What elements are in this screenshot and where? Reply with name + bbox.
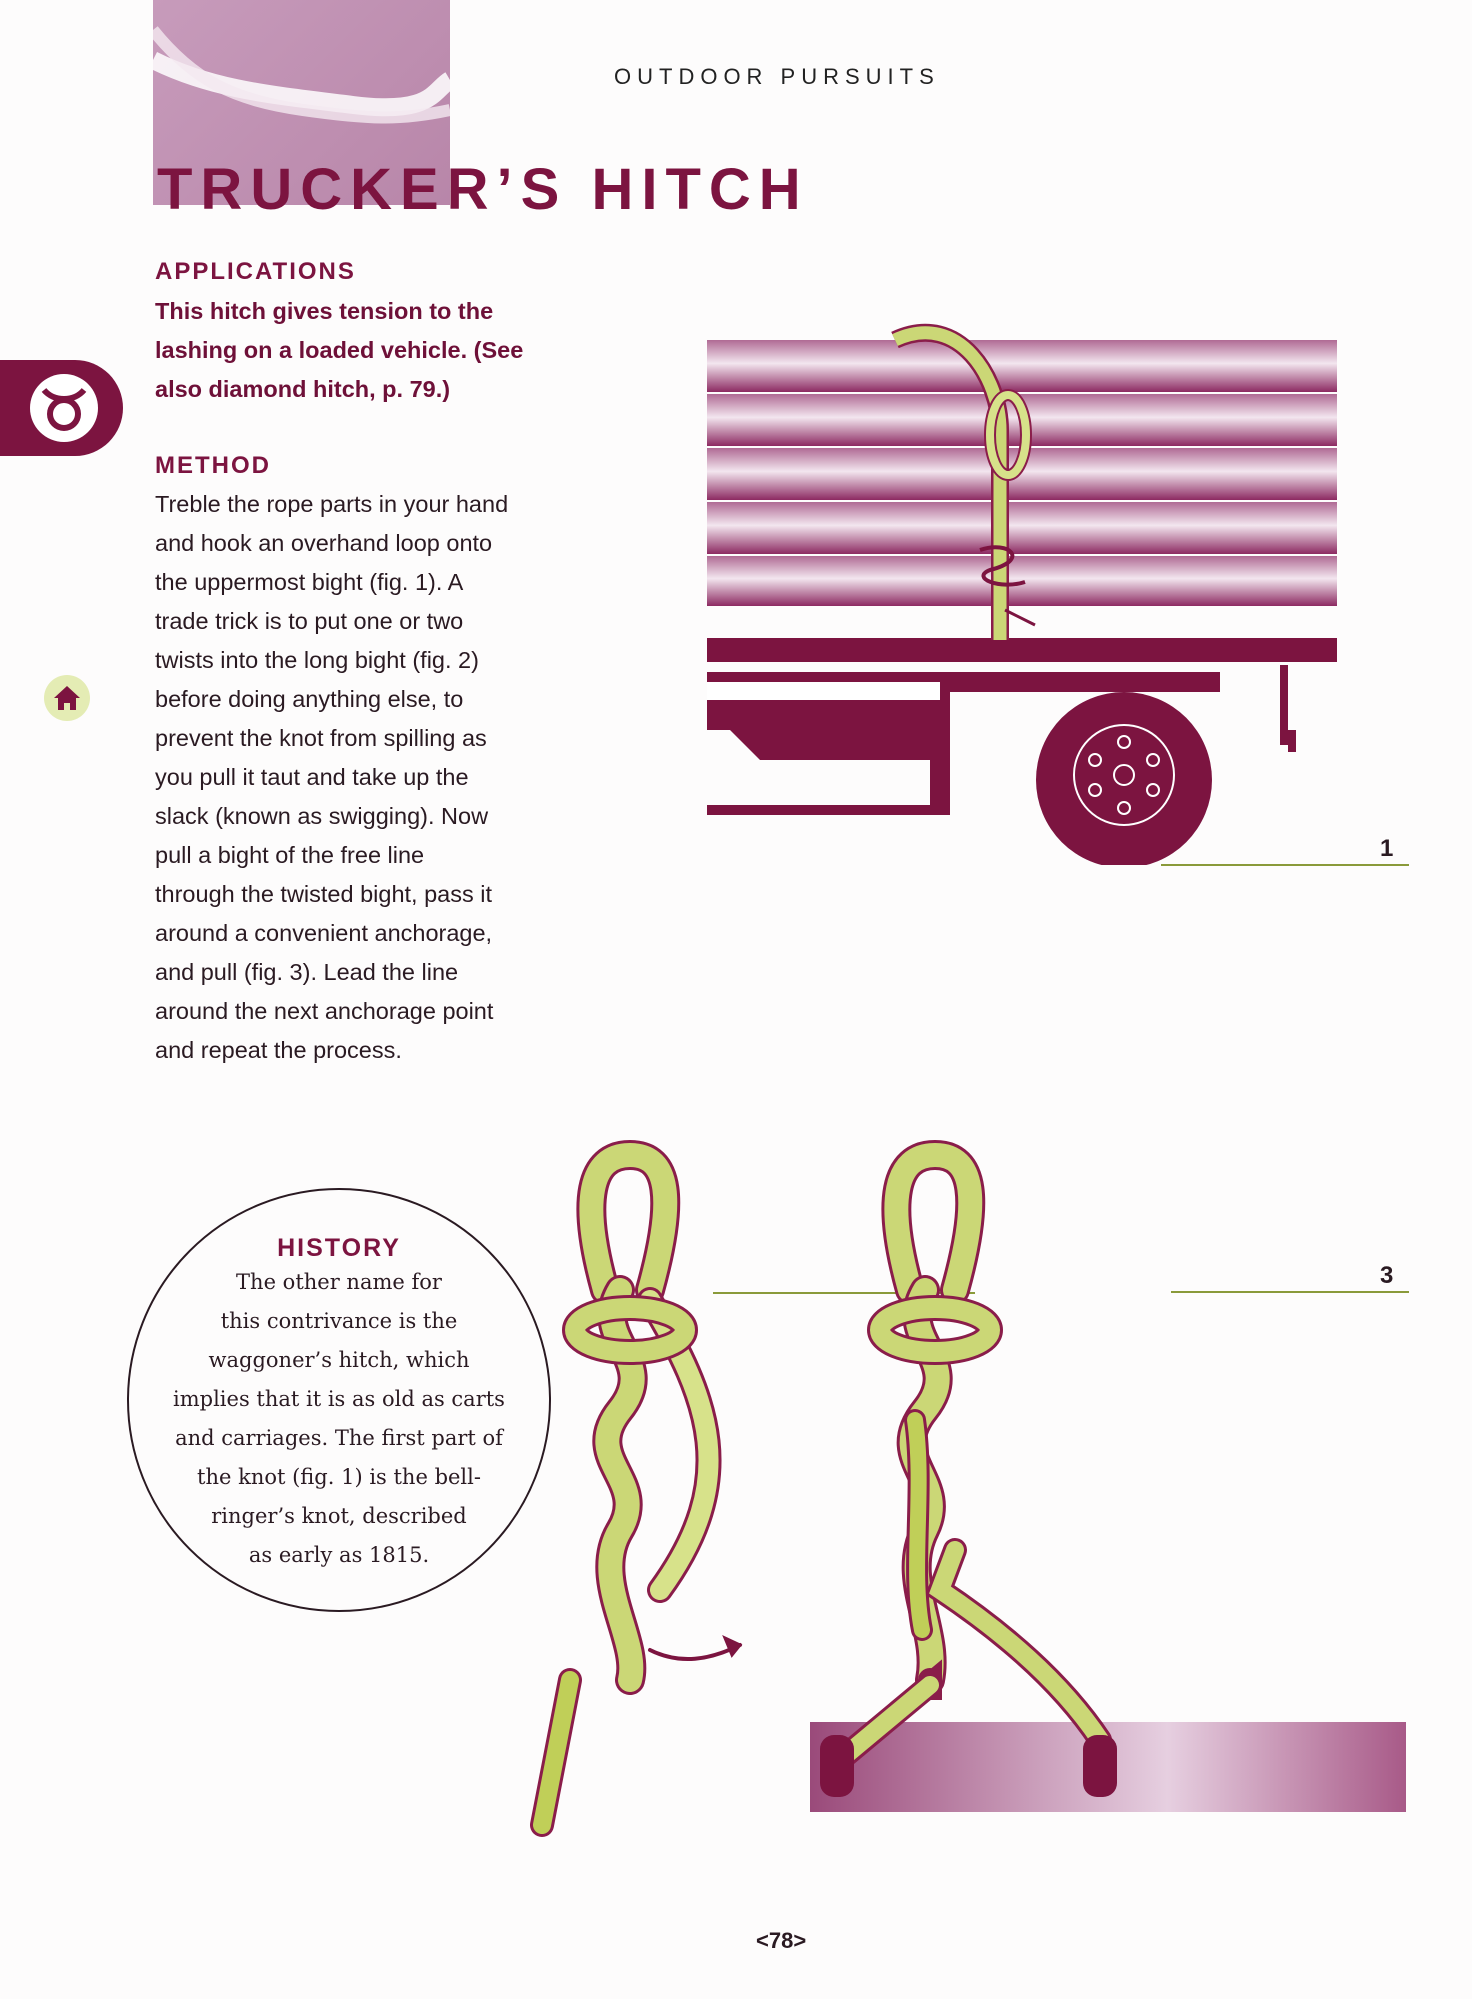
figure-3-anchored-hitch-illustration bbox=[810, 1140, 1406, 1812]
page-number: <78> bbox=[756, 1928, 807, 1953]
method-heading: METHOD bbox=[155, 452, 271, 479]
text-line: the knot (fig. 1) is the bell- bbox=[197, 1465, 481, 1489]
text-line: slack (known as swigging). Now bbox=[155, 803, 489, 829]
text-line: also diamond hitch, p. 79.) bbox=[155, 376, 451, 402]
figure-3-free-end bbox=[904, 1409, 933, 1641]
text-line: waggoner’s hitch, which bbox=[208, 1348, 470, 1372]
method-text: Treble the rope parts in your hand and ho… bbox=[155, 485, 508, 1070]
text-line: twists into the long bight (fig. 2) bbox=[155, 647, 479, 673]
text-line: through the twisted bight, pass it bbox=[155, 881, 493, 907]
text-line: before doing anything else, to bbox=[155, 686, 464, 712]
text-line: this contrivance is the bbox=[220, 1309, 458, 1333]
text-line: The other name for bbox=[236, 1270, 442, 1294]
rope-knot bbox=[891, 324, 1036, 640]
text-line: you pull it taut and take up the bbox=[155, 764, 469, 790]
applications-text: This hitch gives tension to the lashing … bbox=[155, 292, 523, 409]
figure-1-truck-illustration bbox=[707, 324, 1337, 880]
figure-1-leader-line bbox=[1161, 864, 1409, 866]
text-line: ringer’s knot, described bbox=[211, 1504, 467, 1528]
text-line: around a convenient anchorage, bbox=[155, 920, 493, 946]
text-line: and carriages. The first part of bbox=[175, 1426, 503, 1450]
home-icon bbox=[54, 686, 80, 710]
text-line: and repeat the process. bbox=[155, 1037, 402, 1063]
history-sidebar: HISTORY The other name for this contrivan… bbox=[127, 1188, 551, 1612]
text-line: and pull (fig. 3). Lead the line bbox=[155, 959, 459, 985]
header-rope-photo bbox=[153, 0, 450, 205]
text-line: pull a bight of the free line bbox=[155, 842, 425, 868]
text-line: the uppermost bight (fig. 1). A bbox=[155, 569, 464, 595]
history-text: The other name for this contrivance is th… bbox=[129, 1263, 549, 1575]
figure-3-leader-line bbox=[1171, 1291, 1409, 1293]
section-header: OUTDOOR PURSUITS bbox=[614, 64, 940, 89]
knot-loop-icon bbox=[30, 374, 98, 442]
text-line: lashing on a loaded vehicle. (See bbox=[155, 337, 524, 363]
text-line: Treble the rope parts in your hand bbox=[155, 491, 509, 517]
text-line: as early as 1815. bbox=[248, 1543, 430, 1567]
figure-1-label: 1 bbox=[1380, 835, 1394, 862]
text-line: trade trick is to put one or two bbox=[155, 608, 464, 634]
text-line: This hitch gives tension to the bbox=[155, 298, 494, 324]
text-line: around the next anchorage point bbox=[155, 998, 494, 1024]
text-line: prevent the knot from spilling as bbox=[155, 725, 487, 751]
figure-2-twisted-bight-illustration bbox=[530, 1140, 743, 1837]
figure-2-leader-line bbox=[713, 1292, 975, 1294]
figure-3-label: 3 bbox=[1380, 1262, 1394, 1289]
rope-photo-illustration bbox=[153, 26, 450, 124]
history-heading: HISTORY bbox=[277, 1234, 401, 1262]
chapter-tab[interactable] bbox=[0, 360, 123, 456]
applications-heading: APPLICATIONS bbox=[155, 258, 356, 285]
page-title: TRUCKER’S HITCH bbox=[157, 157, 809, 222]
text-line: and hook an overhand loop onto bbox=[155, 530, 493, 556]
home-button[interactable] bbox=[44, 675, 90, 721]
text-line: implies that it is as old as carts bbox=[173, 1387, 505, 1411]
